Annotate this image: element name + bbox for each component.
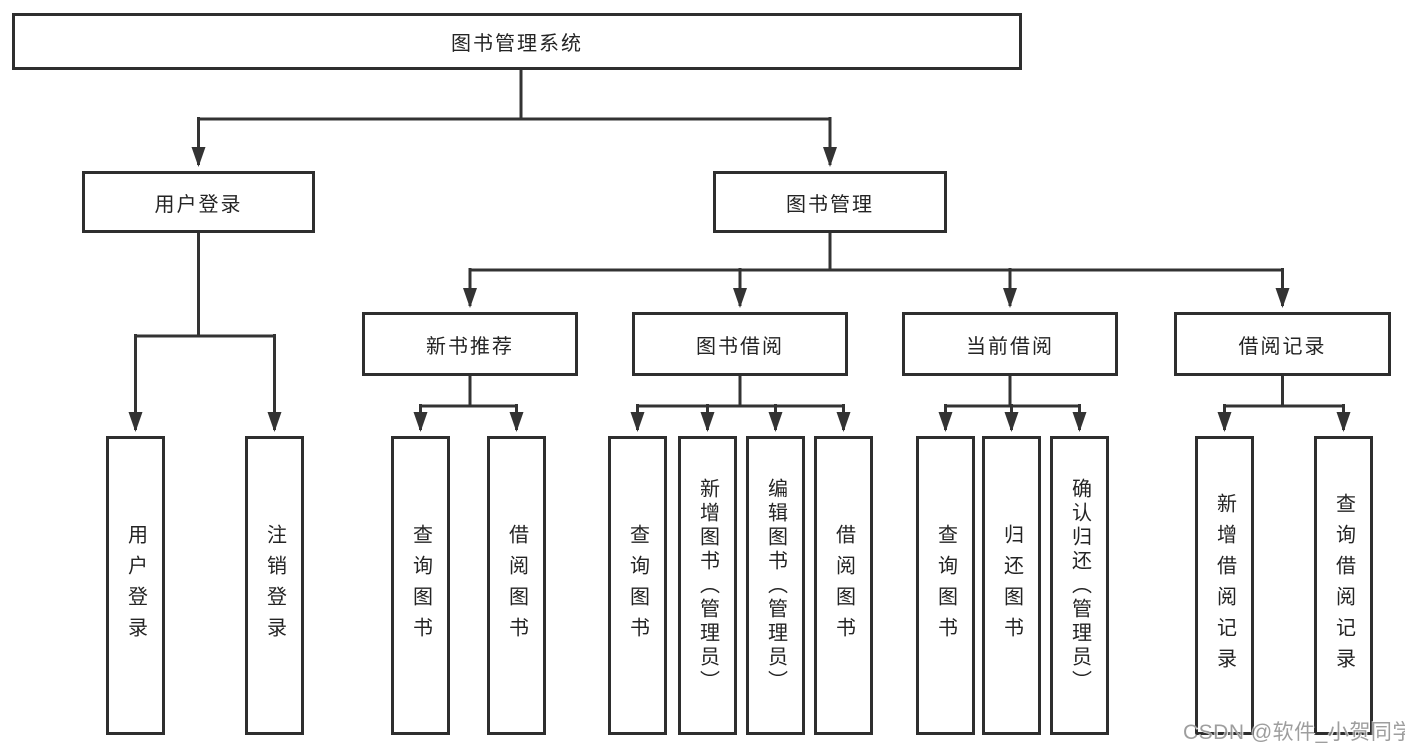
leaf-logout: 注销登录	[245, 436, 304, 735]
node-label: 查询借阅记录	[1332, 492, 1355, 679]
node-label: 注销登录	[263, 523, 286, 648]
node-new-book-recommend: 新书推荐	[362, 312, 578, 376]
leaf-query-books-recommend: 查询图书	[391, 436, 450, 735]
node-label: 新增借阅记录	[1213, 492, 1236, 679]
node-label: 查询图书	[934, 523, 957, 648]
leaf-query-borrow-record: 查询借阅记录	[1314, 436, 1373, 735]
node-current-borrow: 当前借阅	[902, 312, 1118, 376]
leaf-borrow-books-recommend: 借阅图书	[487, 436, 546, 735]
node-user-login: 用户登录	[82, 171, 315, 233]
node-label: 借阅图书	[832, 523, 855, 648]
leaf-return-book: 归还图书	[982, 436, 1041, 735]
node-label: 查询图书	[626, 523, 649, 648]
node-label: 图书管理系统	[451, 33, 583, 55]
leaf-edit-book-admin: 编辑图书（管理员）	[746, 436, 805, 735]
leaf-add-borrow-record: 新增借阅记录	[1195, 436, 1254, 735]
node-label: 当前借阅	[966, 335, 1054, 358]
node-label: 新书推荐	[426, 335, 514, 358]
leaf-user-login: 用户登录	[106, 436, 165, 735]
leaf-confirm-return-admin: 确认归还（管理员）	[1050, 436, 1109, 735]
leaf-query-books-current: 查询图书	[916, 436, 975, 735]
node-label: 编辑图书（管理员）	[764, 477, 787, 694]
node-book-borrow: 图书借阅	[632, 312, 848, 376]
node-label: 借阅图书	[505, 523, 528, 648]
node-label: 图书借阅	[696, 335, 784, 358]
node-label: 归还图书	[1000, 523, 1023, 648]
leaf-query-books-borrow: 查询图书	[608, 436, 667, 735]
node-label: 确认归还（管理员）	[1068, 477, 1091, 694]
node-label: 图书管理	[786, 193, 874, 216]
csdn-watermark: CSDN @软件_小贺同学	[1183, 721, 1405, 744]
node-root-system: 图书管理系统	[12, 13, 1022, 70]
node-label: 用户登录	[124, 523, 147, 648]
node-borrow-record: 借阅记录	[1174, 312, 1391, 376]
node-label: 用户登录	[154, 193, 243, 216]
node-label: 查询图书	[409, 523, 432, 648]
node-book-management: 图书管理	[713, 171, 947, 233]
node-label: 新增图书（管理员）	[696, 477, 719, 694]
leaf-add-book-admin: 新增图书（管理员）	[678, 436, 737, 735]
leaf-borrow-books: 借阅图书	[814, 436, 873, 735]
node-label: 借阅记录	[1238, 335, 1327, 358]
